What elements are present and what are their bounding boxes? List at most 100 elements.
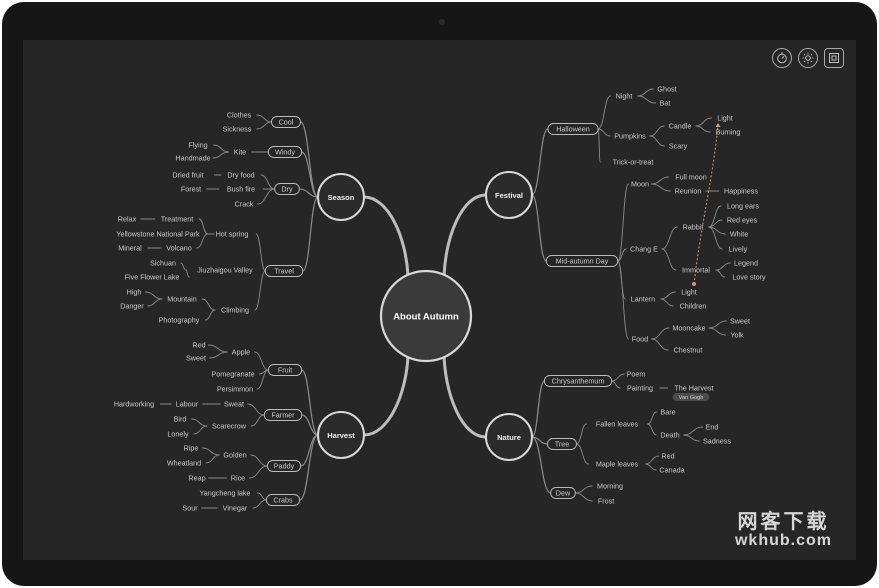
topic-sour[interactable]: Sour [182,503,198,512]
topic-nature[interactable]: Nature [485,413,533,461]
topic-burning[interactable]: Burning [716,127,741,136]
topic-scarecrow[interactable]: Scarecrow [212,421,247,430]
topic-lively[interactable]: Lively [729,244,748,253]
topic-reap[interactable]: Reap [188,473,205,482]
topic-high[interactable]: High [127,287,142,296]
topic-crabs[interactable]: Crabs [265,494,301,506]
topic-longears[interactable]: Long ears [727,201,759,210]
topic-paddy[interactable]: Paddy [266,460,302,472]
topic-mooncake[interactable]: Mooncake [672,323,705,332]
topic-night[interactable]: Night [616,91,633,100]
topic-danger[interactable]: Danger [120,301,144,310]
topic-red2[interactable]: Red [661,451,674,460]
topic-trick[interactable]: Trick-or-treat [613,157,654,166]
topic-volcano[interactable]: Volcano [166,243,192,252]
topic-dew[interactable]: Dew [550,487,576,499]
topic-legend[interactable]: Legend [734,258,758,267]
topic-bat[interactable]: Bat [660,98,671,107]
topic-candle[interactable]: Candle [669,121,692,130]
topic-center[interactable]: About Autumn [379,269,473,363]
topic-travel[interactable]: Travel [264,265,304,277]
topic-sweet[interactable]: Sweet [186,353,206,362]
topic-yellowstone[interactable]: Yellowstone National Park [116,229,200,238]
topic-mountain[interactable]: Mountain [167,294,197,303]
topic-season[interactable]: Season [317,173,365,221]
topic-farmer[interactable]: Farmer [263,409,303,421]
topic-bare[interactable]: Bare [660,407,675,416]
topic-crack[interactable]: Crack [235,199,254,208]
topic-bird[interactable]: Bird [174,414,187,423]
topic-halloween[interactable]: Halloween [547,123,599,135]
topic-wheatland[interactable]: Wheatland [167,458,201,467]
topic-moon[interactable]: Moon [631,179,649,188]
topic-ghost[interactable]: Ghost [657,84,676,93]
topic-ripe[interactable]: Ripe [184,443,199,452]
topic-windy[interactable]: Windy [267,146,303,158]
topic-hardworking[interactable]: Hardworking [114,399,154,408]
topic-jiuzhaigou[interactable]: Jiuzhaigou Valley [197,265,253,274]
topic-vinegar[interactable]: Vinegar [223,503,248,512]
topic-morning[interactable]: Morning [597,481,623,490]
topic-redeyes[interactable]: Red eyes [727,215,758,224]
topic-chestnut[interactable]: Chestnut [674,345,703,354]
topic-red[interactable]: Red [192,340,205,349]
topic-lovestory[interactable]: Love story [732,272,766,281]
topic-immortal[interactable]: Immortal [682,265,710,274]
topic-lantern[interactable]: Lantern [631,294,655,303]
topic-climbing[interactable]: Climbing [221,305,249,314]
topic-bushfire[interactable]: Bush fire [227,184,255,193]
topic-death[interactable]: Death [660,430,679,439]
topic-clothes[interactable]: Clothes [227,110,252,119]
topic-poem[interactable]: Poem [627,369,646,378]
topic-pomegranate[interactable]: Pomegranate [211,369,254,378]
topic-harvest[interactable]: Harvest [317,411,365,459]
topic-fallenleaves[interactable]: Fallen leaves [596,419,639,428]
topic-driedfruit[interactable]: Dried fruit [172,170,203,179]
topic-rabbit[interactable]: Rabbit [683,222,704,231]
topic-sichuan[interactable]: Sichuan [150,258,176,267]
topic-relax[interactable]: Relax [118,214,137,223]
topic-apple[interactable]: Apple [232,347,250,356]
topic-end[interactable]: End [706,422,719,431]
topic-photography[interactable]: Photography [159,315,200,324]
topic-painting[interactable]: Painting [627,383,653,392]
topic-reunion[interactable]: Reunion [675,186,702,195]
topic-lonely[interactable]: Lonely [167,429,189,438]
topic-tree[interactable]: Tree [547,438,577,450]
topic-treatment[interactable]: Treatment [161,214,194,223]
topic-sweat[interactable]: Sweat [224,399,244,408]
topic-flying[interactable]: Flying [188,140,207,149]
topic-rice[interactable]: Rice [231,473,245,482]
topic-mineral[interactable]: Mineral [118,243,142,252]
topic-chrysanthemum[interactable]: Chrysanthemum [543,375,613,387]
topic-dry[interactable]: Dry [274,183,300,195]
topic-dryfood[interactable]: Dry food [227,170,254,179]
topic-sadness[interactable]: Sadness [703,436,731,445]
topic-cool[interactable]: Cool [271,116,301,128]
topic-persimmon[interactable]: Persimmon [217,384,253,393]
topic-happiness[interactable]: Happiness [724,186,758,195]
topic-scary[interactable]: Scary [669,141,688,150]
topic-white[interactable]: White [730,229,748,238]
theme-icon[interactable] [798,48,818,68]
topic-handmade[interactable]: Handmade [175,153,210,162]
topic-mapleleaves[interactable]: Maple leaves [596,459,639,468]
topic-forest[interactable]: Forest [181,184,201,193]
topic-fruit[interactable]: Fruit [267,364,303,376]
topic-sweet2[interactable]: Sweet [730,316,750,325]
topic-fullmoon[interactable]: Full moon [675,172,707,181]
topic-light1[interactable]: Light [717,113,733,122]
topic-yangcheng[interactable]: Yangcheng lake [199,488,250,497]
mindmap-canvas[interactable]: About AutumnSeasonCoolClothesSicknessWin… [23,40,856,560]
topic-midautumn[interactable]: Mid-autumn Day [545,255,619,267]
timer-icon[interactable] [772,48,792,68]
topic-food[interactable]: Food [632,334,648,343]
topic-kite[interactable]: Kite [234,147,246,156]
topic-fiveflower[interactable]: Five Flower Lake [125,272,180,281]
topic-festival[interactable]: Festival [485,171,533,219]
topic-hotspring[interactable]: Hot spring [216,229,249,238]
topic-frost[interactable]: Frost [598,496,614,505]
topic-children[interactable]: Children [680,301,707,310]
topic-pumpkins[interactable]: Pumpkins [614,131,646,140]
